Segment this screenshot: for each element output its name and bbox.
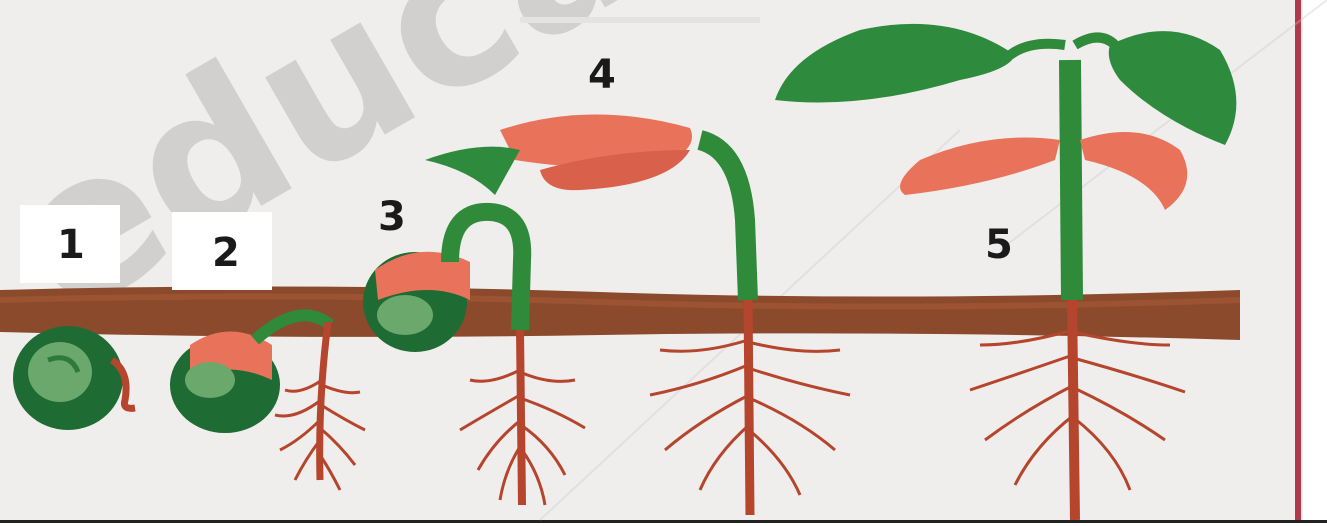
frame-bottom-border: [0, 520, 1327, 523]
stage-label-5: 5: [985, 225, 1013, 265]
frame-right-border: [1295, 0, 1301, 522]
stage-label-4: 4: [588, 55, 616, 95]
stage-label-1: 1: [57, 225, 85, 265]
stage-label-2: 2: [212, 233, 240, 273]
stage-label-3: 3: [378, 197, 406, 237]
